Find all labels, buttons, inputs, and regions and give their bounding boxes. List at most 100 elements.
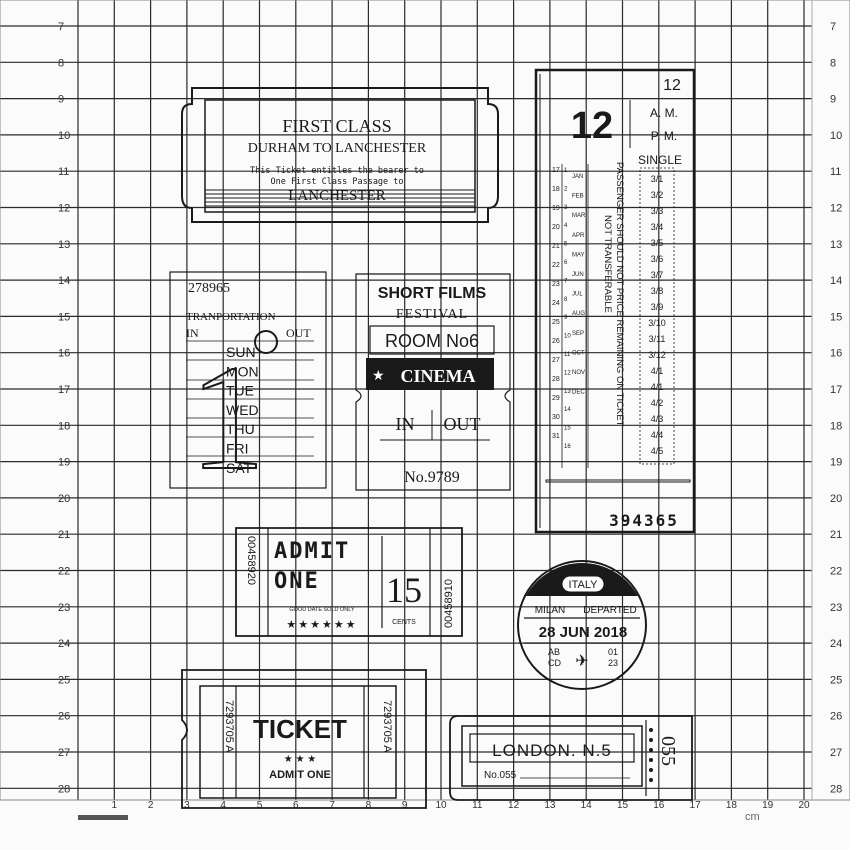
transport-day: THU [226, 421, 255, 437]
short-films-title: SHORT FILMS [378, 285, 487, 302]
calendar-left-num: 19 [552, 205, 560, 212]
calendar-fraction: 4/4 [651, 430, 664, 440]
bottom-ruler-label: 7 [329, 800, 335, 811]
left-ruler-label: 19 [58, 457, 70, 469]
transport-day: FRI [226, 441, 249, 457]
calendar-right-num: 9 [564, 315, 568, 321]
left-ruler-label: 15 [58, 311, 70, 323]
transport-day: SUN [226, 344, 256, 360]
transport-day: MON [226, 363, 259, 379]
calendar-left-num: 29 [552, 395, 560, 402]
italy-country: ITALY [569, 579, 599, 591]
bottom-ruler-label: 9 [402, 800, 408, 811]
left-ruler-label: 10 [58, 130, 70, 142]
right-ruler-label: 18 [830, 420, 842, 432]
admit-right-serial: 00458910 [443, 579, 455, 628]
calendar-right-num: 13 [564, 389, 571, 395]
bottom-ruler-label: 14 [581, 800, 593, 811]
bottom-ruler-label: 4 [220, 800, 226, 811]
transport-stamp: 278965 TRANPORTATION IN OUT 1 SUNMONTUEW… [169, 271, 327, 502]
calendar-left-num: 18 [552, 186, 560, 193]
calendar-month: NOV [572, 370, 585, 376]
calendar-fraction: 3/2 [651, 190, 664, 200]
left-ruler-label: 11 [58, 166, 69, 178]
calendar-fraction: 4/1 [651, 366, 664, 376]
calendar-right-num: 1 [564, 168, 568, 174]
london-stamp: LONDON. N.5 No.055 055 [449, 715, 693, 801]
calendar-left-num: 23 [552, 281, 560, 288]
short-films-subtitle: FESTIVAL [396, 307, 468, 322]
svg-text:★ ★ ★: ★ ★ ★ [284, 754, 316, 765]
right-ruler-label: 24 [830, 638, 842, 650]
ticket-admit: ADMIT ONE [269, 769, 331, 781]
right-ruler-label: 27 [830, 747, 842, 759]
airplane-icon: ✈ [575, 653, 588, 670]
calendar-stamp: 12 12 A. M. P. M. SINGLE 171819202122232… [534, 68, 696, 534]
calendar-left-num: 26 [552, 338, 560, 345]
right-ruler-label: 17 [830, 384, 842, 396]
admit-left-serial: 00458920 [245, 536, 257, 585]
right-ruler-label: 22 [830, 566, 842, 578]
calendar-top-number: 12 [663, 77, 681, 94]
transport-day: TUE [226, 383, 254, 399]
calendar-left-num: 25 [552, 319, 560, 326]
right-ruler-label: 21 [830, 529, 842, 541]
calendar-month: JUL [572, 292, 583, 298]
calendar-vertical-text-1: PASSENGER SHOULD NOT PRICE REMAINING ON … [614, 162, 625, 427]
calendar-single: SINGLE [638, 153, 682, 167]
left-ruler-label: 14 [58, 275, 70, 287]
calendar-big-number: 12 [571, 105, 613, 147]
first-class-route: DURHAM TO LANCHESTER [248, 141, 427, 156]
calendar-month: SEP [572, 331, 584, 337]
calendar-right-num: 4 [564, 223, 568, 229]
transport-in: IN [186, 326, 199, 340]
transport-out: OUT [286, 326, 311, 340]
calendar-serial: 394365 [609, 511, 679, 530]
transport-day: WED [226, 402, 259, 418]
admit-cents: CENTS [392, 619, 416, 626]
calendar-fractions: 3/13/23/33/43/53/63/73/83/93/103/113/124… [639, 167, 675, 465]
left-ruler-label: 20 [58, 493, 70, 505]
calendar-left-num: 21 [552, 243, 560, 250]
italy-cd: CD [548, 658, 561, 668]
calendar-fraction: 3/10 [648, 318, 666, 328]
italy-date: 28 JUN 2018 [539, 624, 627, 641]
italy-city: MILAN [535, 605, 566, 616]
left-ruler-label: 16 [58, 348, 70, 360]
grid-lines [0, 0, 850, 801]
short-films-number: No.9789 [404, 469, 460, 486]
left-ruler-label: 22 [58, 566, 70, 578]
italy-01: 01 [608, 647, 618, 657]
london-title: LONDON. N.5 [492, 741, 612, 760]
admit-number: 15 [386, 570, 422, 610]
ruler-bar [78, 815, 128, 820]
short-films-out: OUT [444, 414, 481, 434]
calendar-left-num: 24 [552, 300, 560, 307]
italy-ab: AB [548, 647, 560, 657]
ticket-title: TICKET [253, 714, 347, 744]
london-number: No.055 [484, 770, 517, 781]
calendar-fraction: 3/8 [651, 286, 664, 296]
calendar-right-num: 8 [564, 297, 568, 303]
left-ruler-label: 12 [58, 203, 70, 215]
right-ruler-label: 9 [830, 94, 836, 106]
bottom-ruler-label: 19 [762, 800, 774, 811]
london-stub: 055 [657, 736, 679, 766]
left-ruler-label: 18 [58, 420, 70, 432]
bottom-ruler-label: 2 [148, 800, 154, 811]
calendar-am: A. M. [650, 106, 678, 120]
first-class-destination: LANCHESTER [288, 188, 386, 204]
calendar-left-column: 1718192021222324252627282930311234567891… [552, 164, 589, 468]
calendar-fraction: 3/11 [649, 334, 666, 344]
short-films-stamp: SHORT FILMS FESTIVAL ROOM No6 CINEMA ★ I… [355, 273, 511, 491]
calendar-right-num: 16 [564, 444, 571, 450]
calendar-month: JUN [572, 272, 584, 278]
bottom-ruler-label: 15 [617, 800, 629, 811]
bottom-ruler-label: 11 [472, 800, 483, 811]
first-class-stamp: FIRST CLASS DURHAM TO LANCHESTER This Ti… [181, 87, 499, 223]
first-class-line1: This Ticket entitles the bearer to [250, 166, 424, 176]
right-ruler-label: 11 [830, 166, 841, 178]
first-class-title: FIRST CLASS [282, 116, 391, 136]
